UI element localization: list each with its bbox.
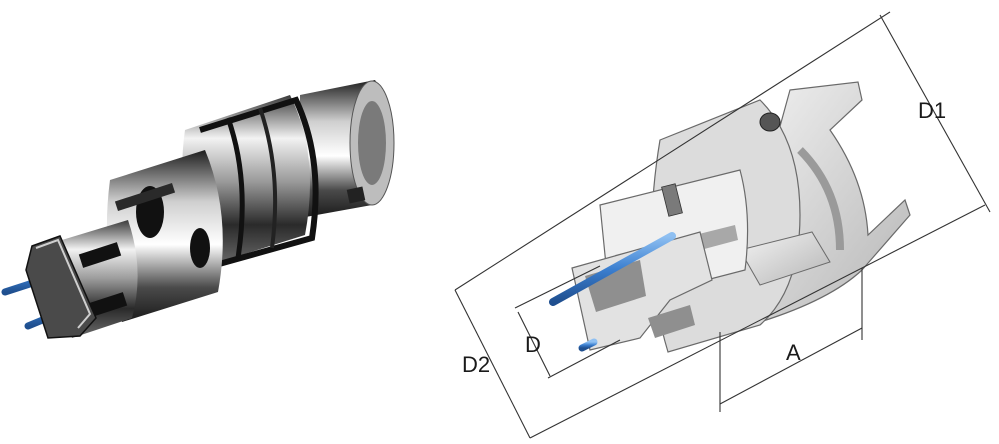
dimension-label-d1: D1 bbox=[918, 98, 946, 123]
tool-holder-cutaway: D1 D2 D A bbox=[454, 11, 991, 439]
dimension-label-d2: D2 bbox=[462, 352, 490, 377]
front-cap bbox=[25, 235, 97, 339]
coolant-tubes-cutaway bbox=[549, 232, 676, 352]
dimension-label-d: D bbox=[525, 332, 541, 357]
hsk-taper-shank bbox=[300, 80, 395, 218]
tool-holder-photo bbox=[1, 80, 395, 339]
dimension-lines bbox=[454, 11, 991, 439]
dimension-label-a: A bbox=[786, 340, 801, 365]
